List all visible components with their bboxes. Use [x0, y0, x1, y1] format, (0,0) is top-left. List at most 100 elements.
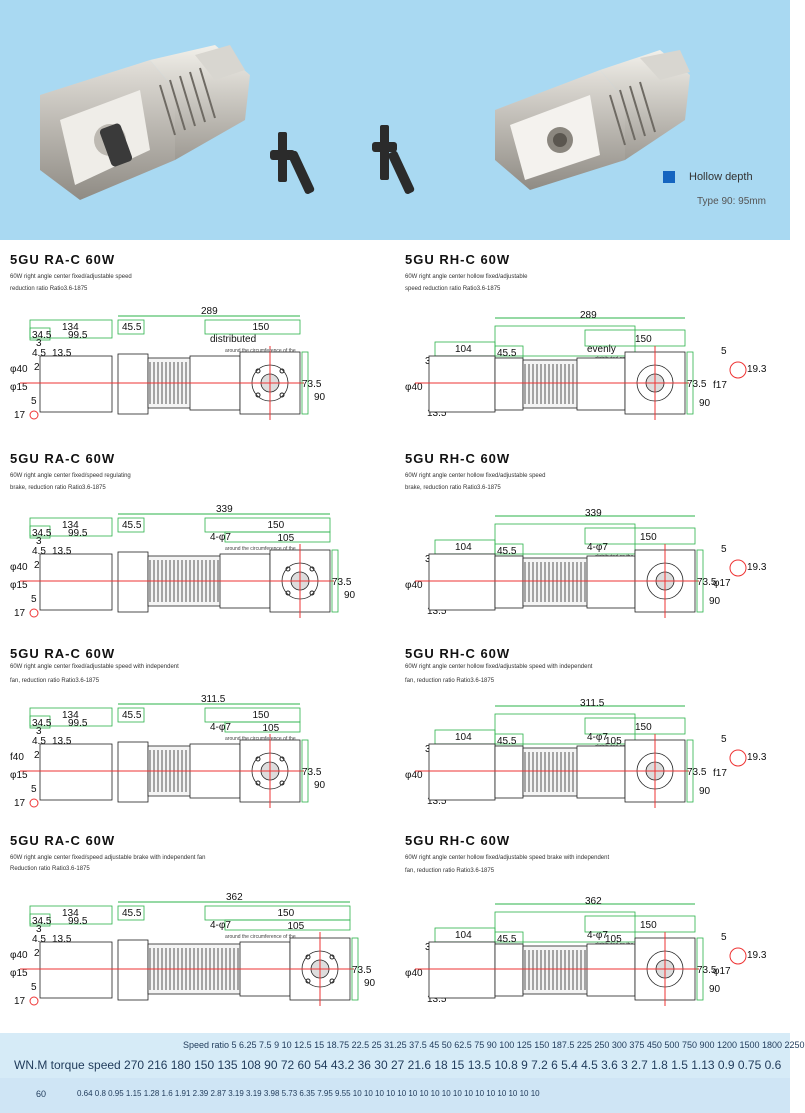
dim-13-5: 13.5 — [52, 934, 72, 945]
dim-105: 105 — [605, 934, 622, 945]
dim-phi15: φ15 — [10, 770, 28, 781]
dim-total: 362 — [585, 896, 602, 907]
dim-4-5: 4.5 — [32, 736, 46, 747]
bolt-hole — [255, 780, 261, 786]
section-desc2: fan, reduction ratio Ratio3.6-1875 — [405, 678, 495, 684]
motor-flange — [117, 353, 149, 415]
dim-box — [584, 915, 696, 933]
dim-150: 150 — [635, 722, 652, 733]
dim-holes: 4-φ7 — [210, 722, 231, 733]
dim-phi40: φ40 — [405, 968, 423, 979]
dim-13-5: 13.5 — [427, 408, 447, 419]
section-desc: 60W right angle center fixed/adjustable … — [10, 664, 179, 670]
dim-150: 150 — [640, 532, 657, 543]
dim-45-5: 45.5 — [122, 908, 142, 919]
dim-box — [224, 721, 301, 733]
dim-holes: 4-φ7 — [587, 542, 608, 553]
gear-housing — [586, 943, 636, 997]
dim-150: 150 — [253, 710, 270, 721]
dim-3: 3 — [425, 744, 431, 755]
dim-box — [696, 549, 704, 613]
bolt-hole — [285, 566, 291, 572]
dim-99-5: 99.5 — [68, 528, 88, 539]
dim-150: 150 — [268, 520, 285, 531]
dim-box — [29, 525, 51, 539]
dim-total: 311.5 — [201, 694, 226, 705]
dim-holes: 4-φ7 — [587, 930, 608, 941]
dim-73-5: 73.5 — [697, 577, 717, 588]
dim-3: 3 — [36, 924, 42, 935]
section-desc: 60W right angle center hollow fixed/adju… — [405, 274, 528, 280]
hollow-depth-type: Type 90: 95mm — [697, 196, 766, 207]
section-desc2: reduction ratio Ratio3.6-1875 — [10, 286, 88, 292]
section-desc: 60W right angle center hollow fixed/adju… — [405, 855, 610, 861]
dim-box — [494, 713, 636, 745]
dim-f17: f17 — [713, 380, 727, 391]
dim-99-5: 99.5 — [68, 916, 88, 927]
dim-holes: 4-φ7 — [210, 532, 231, 543]
dim-90: 90 — [699, 786, 711, 797]
dim-150: 150 — [640, 920, 657, 931]
motor-end-cap — [428, 743, 496, 801]
dim-total: 311.5 — [580, 698, 605, 709]
dim-5: 5 — [721, 346, 727, 357]
gear-housing — [586, 555, 636, 609]
section-desc2: fan, reduction ratio Ratio3.6-1875 — [10, 678, 100, 684]
bolt-hole — [255, 392, 261, 398]
dim-150: 150 — [635, 334, 652, 345]
motor-flange — [117, 939, 149, 1001]
dim-134: 134 — [62, 710, 79, 721]
dim-4-5: 4.5 — [32, 934, 46, 945]
dim-5: 5 — [31, 982, 37, 993]
dim-73-5: 73.5 — [302, 767, 322, 778]
motor-flange — [494, 555, 524, 609]
dim-45-5: 45.5 — [497, 736, 517, 747]
dim-phi40: φ40 — [10, 950, 28, 961]
bolt-hole — [309, 590, 315, 596]
dim-box — [301, 739, 309, 803]
dim-99-5: 99.5 — [68, 718, 88, 729]
dim-box — [331, 549, 339, 613]
dim-total: 339 — [216, 504, 233, 515]
dim-90: 90 — [314, 780, 326, 791]
dim-box — [494, 911, 636, 943]
motor-flange — [494, 745, 524, 799]
dim-13-5: 13.5 — [52, 736, 72, 747]
spec-table: Speed ratio 5 6.25 7.5 9 10 12.5 15 18.7… — [0, 1033, 805, 1113]
dim-134: 134 — [62, 322, 79, 333]
dim-34-5: 34.5 — [32, 718, 52, 729]
dim-box — [584, 717, 686, 735]
shaft-key-icon — [29, 996, 39, 1006]
dim-holes: 4-φ7 — [210, 920, 231, 931]
section-title: 5GU RH-C 60W — [405, 646, 511, 661]
bolt-hole — [329, 954, 335, 960]
section-desc2: fan, reduction ratio Ratio3.6-1875 — [405, 868, 495, 874]
dim-5: 5 — [721, 932, 727, 943]
dim-4-5: 4.5 — [32, 546, 46, 557]
dim-phi40: φ40 — [405, 382, 423, 393]
dim-73-5: 73.5 — [302, 379, 322, 390]
dim-total: 362 — [226, 892, 243, 903]
dim-box — [494, 325, 636, 357]
dim-104: 104 — [455, 542, 472, 553]
dim-19-3: 19.3 — [747, 752, 767, 763]
dim-3: 3 — [36, 338, 42, 349]
section-desc: 60W right angle center fixed/speed regul… — [10, 473, 131, 479]
motor-end-cap — [428, 355, 496, 413]
dim-5: 5 — [31, 784, 37, 795]
gear-housing — [576, 357, 626, 411]
dim-phi40: φ40 — [405, 580, 423, 591]
dist-note: around the circumference of the — [225, 348, 296, 354]
motor-end-cap — [428, 553, 496, 611]
dim-box — [117, 517, 145, 533]
dim-box — [204, 319, 301, 335]
section-desc2: brake, reduction ratio Ratio3.6-1875 — [10, 485, 106, 491]
dim-90: 90 — [699, 398, 711, 409]
dist-note: around the circumference of the — [225, 546, 296, 552]
dim-box — [584, 527, 696, 545]
dim-3: 3 — [425, 942, 431, 953]
dim-phi15: φ15 — [10, 580, 28, 591]
